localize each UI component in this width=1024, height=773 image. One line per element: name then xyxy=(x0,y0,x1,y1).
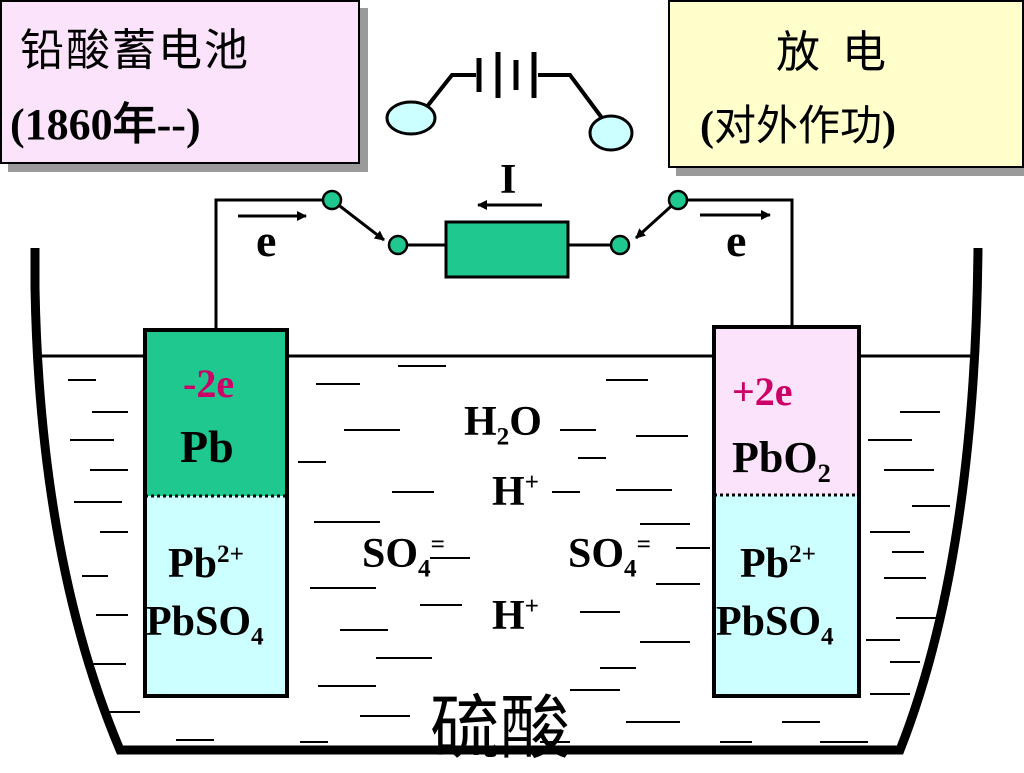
left-material: Pb xyxy=(180,421,234,472)
sulfate-ion-label-right: SO4= xyxy=(568,531,651,583)
water-label: H2O xyxy=(464,399,542,451)
title-box-discharge: 放 电 (对外作功) xyxy=(668,0,1024,168)
right-charge: +2e xyxy=(732,369,793,414)
sulfuric-acid-label: 硫酸 xyxy=(430,687,570,769)
switch-contact-right-bottom xyxy=(609,234,631,256)
pb-electrode xyxy=(143,328,289,698)
battery-terminal-right xyxy=(588,114,634,152)
title-discharge: 放 电 xyxy=(776,27,890,78)
current-label: I xyxy=(500,157,517,203)
battery-symbol xyxy=(416,52,604,120)
left-lead-sulfate: PbSO4 xyxy=(146,599,264,651)
switch-contact-left-top xyxy=(321,189,343,211)
electron-label-left: e xyxy=(256,215,277,266)
hydrogen-ion-label-2: H+ xyxy=(492,593,540,639)
left-charge: -2e xyxy=(183,361,235,406)
subtitle-text: 对外作功 xyxy=(714,101,883,150)
sulfate-ion-label-left: SO4= xyxy=(362,531,445,583)
title-lead-acid-battery: 铅酸蓄电池 xyxy=(20,25,250,76)
title-year: (1860年--) xyxy=(10,100,201,149)
hydrogen-ion-label-1: H+ xyxy=(492,469,540,515)
pbo2-electrode xyxy=(712,325,861,698)
right-lead-sulfate: PbSO4 xyxy=(716,599,834,651)
sulfuric-acid-beaker xyxy=(30,247,983,755)
resistor-load xyxy=(444,220,570,279)
switch-contact-left-bottom xyxy=(387,234,409,256)
paren-close: ) xyxy=(882,104,897,150)
electron-label-right: e xyxy=(726,215,747,266)
title-box-lead-acid: 铅酸蓄电池 (1860年--) xyxy=(0,0,360,164)
right-material: PbO2 xyxy=(732,433,831,488)
switch-contact-right-top xyxy=(667,189,689,211)
right-lead-ion: Pb2+ xyxy=(740,541,816,587)
liquid-hatching xyxy=(68,365,950,743)
paren-open: ( xyxy=(700,104,714,150)
battery-terminal-left xyxy=(385,100,437,136)
subtitle-external-work: (对外作功) xyxy=(700,92,896,153)
left-lead-ion: Pb2+ xyxy=(168,541,244,587)
